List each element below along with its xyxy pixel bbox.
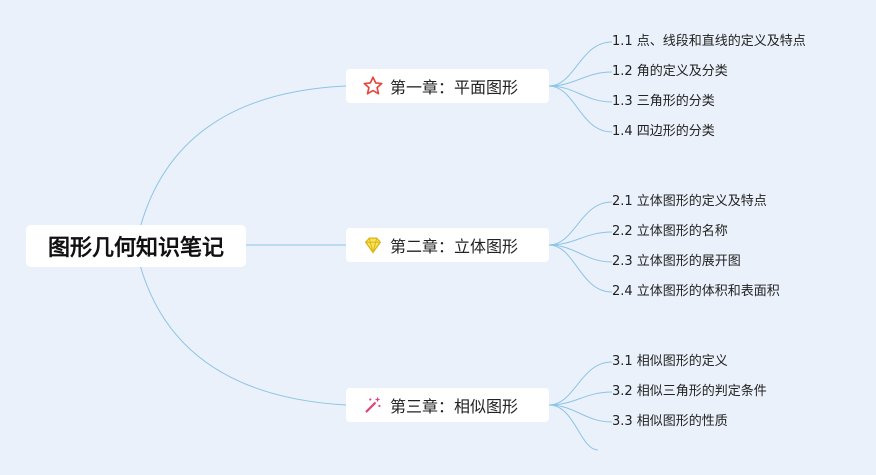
topic-item[interactable]: 1.1 点、线段和直线的定义及特点 [612,34,806,49]
topic-item[interactable]: 1.4 四边形的分类 [612,124,715,139]
star-icon [362,75,384,97]
topic-item[interactable]: 3.3 相似图形的性质 [612,414,728,429]
chapter-node-1[interactable]: 第一章：平面图形 [346,69,549,103]
topic-item[interactable]: 3.1 相似图形的定义 [612,354,728,369]
connector-root-ch1 [139,85,347,229]
root-node[interactable]: 图形几何知识笔记 [26,225,246,267]
magic-wand-icon [362,394,384,416]
root-label: 图形几何知识笔记 [47,236,224,261]
topic-item[interactable]: 2.3 立体图形的展开图 [612,254,741,269]
chapter-node-2[interactable]: 第二章：立体图形 [346,228,549,262]
chapter-label: 第二章：立体图形 [390,237,519,256]
gem-icon [362,234,384,256]
connector-root-ch3 [139,264,347,406]
topic-item[interactable]: 1.3 三角形的分类 [612,94,715,109]
topic-item[interactable]: 2.4 立体图形的体积和表面积 [612,284,780,299]
chapter-label: 第一章：平面图形 [390,78,519,97]
chapter-node-3[interactable]: 第三章：相似图形 [346,388,549,422]
topic-item[interactable]: 2.2 立体图形的名称 [612,224,728,239]
topic-item[interactable]: 3.2 相似三角形的判定条件 [612,384,767,399]
chapter-label: 第三章：相似图形 [390,397,519,416]
topic-item[interactable]: 2.1 立体图形的定义及特点 [612,194,767,209]
topic-item[interactable]: 1.2 角的定义及分类 [612,64,728,79]
